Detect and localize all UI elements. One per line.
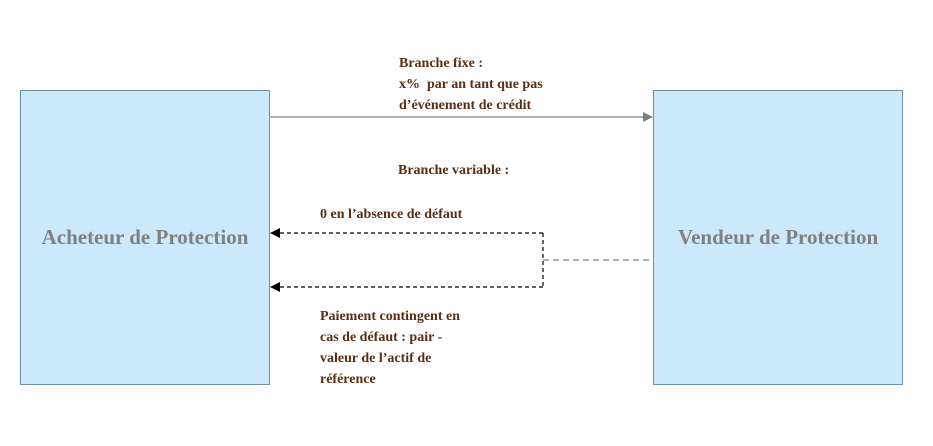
contingent-line-4: référence (320, 372, 376, 387)
contingent-line-1: Paiement contingent en (320, 309, 460, 324)
fixed-leg-line-2: d’événement de crédit (399, 98, 532, 113)
protection-seller-box: Vendeur de Protection (653, 90, 903, 385)
protection-buyer-label: Acheteur de Protection (41, 225, 249, 249)
variable-leg-title: Branche variable : (398, 163, 510, 178)
contingent-line-3: valeur de l’actif de (320, 351, 432, 366)
no-default-note: 0 en l’absence de défaut (320, 207, 463, 222)
contingent-payment-note: Paiement contingent en cas de défaut : p… (320, 306, 460, 390)
fixed-leg-note: Branche fixe : x% par an tant que pas d’… (399, 53, 543, 116)
fixed-leg-line-1: x% par an tant que pas (399, 77, 543, 92)
protection-seller-label: Vendeur de Protection (677, 225, 879, 249)
fixed-leg-title: Branche fixe : (399, 56, 483, 71)
contingent-line-2: cas de défaut : pair - (320, 330, 443, 345)
protection-buyer-box: Acheteur de Protection (20, 90, 270, 385)
